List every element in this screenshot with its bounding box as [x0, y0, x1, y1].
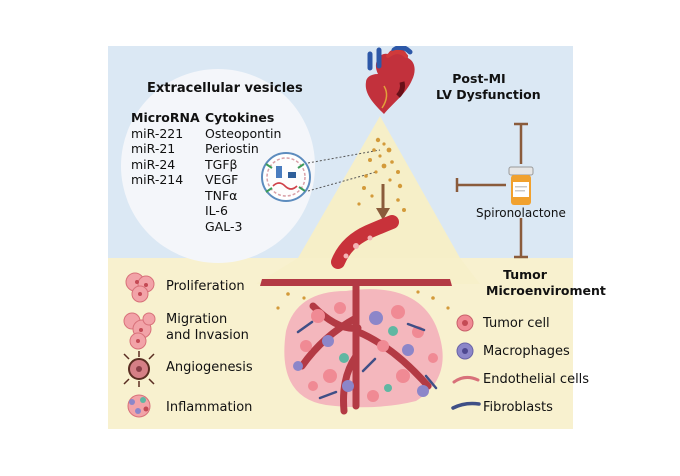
- migration-cells-icon: [123, 312, 156, 350]
- heart-label-line1: Post-MI: [452, 71, 506, 86]
- angiogenesis-cell-icon: [123, 351, 155, 387]
- signal-cone: [298, 116, 460, 258]
- legend-label-macrophages: Macrophages: [483, 344, 570, 359]
- fibroblast-icon: [451, 401, 481, 410]
- cytokine-item: Osteopontin: [205, 125, 282, 141]
- tumor-microenvironment-illustration: [260, 279, 452, 415]
- cytokine-item: GAL-3: [205, 218, 243, 234]
- diagram-artwork: [108, 44, 573, 429]
- cytokine-item: IL-6: [205, 203, 228, 218]
- flow-arrowhead: [376, 208, 390, 220]
- tumor-label: Tumor Microenviroment: [486, 267, 606, 299]
- tumor-cell-icon: [456, 314, 474, 332]
- cytokine-item: Periostin: [205, 141, 259, 156]
- microrna-item: miR-221: [131, 125, 184, 141]
- tumor-label-line2: Microenviroment: [486, 283, 606, 298]
- pill-bottle-icon: [508, 166, 534, 205]
- cone-base: [256, 258, 480, 284]
- blood-vessel-icon: [331, 215, 399, 269]
- cytokine-item: TGFβ: [205, 156, 238, 172]
- legend-label-tumor-cell: Tumor cell: [483, 316, 550, 331]
- process-label-angiogenesis: Angiogenesis: [166, 360, 253, 375]
- microrna-item: miR-21: [131, 141, 176, 156]
- microrna-item: miR-24: [131, 156, 176, 172]
- microrna-header: MicroRNA: [131, 110, 200, 125]
- endothelial-cell-icon: [452, 375, 480, 384]
- cytokine-item: VEGF: [205, 172, 239, 187]
- figure-panel: Extracellular vesicles MicroRNA miR-221 …: [108, 44, 606, 429]
- process-label-proliferation: Proliferation: [166, 279, 245, 294]
- vesicle-cargo-circle: [121, 69, 315, 263]
- vesicle-panel-title: Extracellular vesicles: [147, 81, 303, 96]
- cytokines-header: Cytokines: [205, 110, 275, 125]
- microrna-item: miR-214: [131, 172, 184, 187]
- cytokines-list: Cytokines Osteopontin Periostin TGFβ VEG…: [205, 110, 281, 234]
- proliferation-cells-icon: [125, 272, 155, 303]
- legend-label-fibroblasts: Fibroblasts: [483, 400, 553, 415]
- vesicle-icon: [261, 152, 311, 202]
- heart-icon: [365, 44, 415, 114]
- macrophage-icon: [456, 342, 474, 360]
- vesicle-dots: [357, 137, 406, 212]
- heart-label-line2: LV Dysfunction: [436, 87, 541, 102]
- inflammation-cells-icon: [127, 394, 151, 418]
- legend-label-endothelial: Endothelial cells: [483, 372, 590, 387]
- process-label-inflammation: Inflammation: [166, 400, 253, 415]
- zoom-line-top: [307, 149, 381, 164]
- cytokine-item: TNFα: [205, 187, 238, 203]
- heart-label: Post-MI LV Dysfunction: [436, 71, 541, 103]
- drug-label: Spironolactone: [476, 206, 566, 220]
- process-label-migration: Migration and Invasion: [166, 312, 249, 343]
- microrna-list: MicroRNA miR-221 miR-21 miR-24 miR-214: [131, 110, 200, 188]
- tumor-label-line1: Tumor: [503, 267, 547, 282]
